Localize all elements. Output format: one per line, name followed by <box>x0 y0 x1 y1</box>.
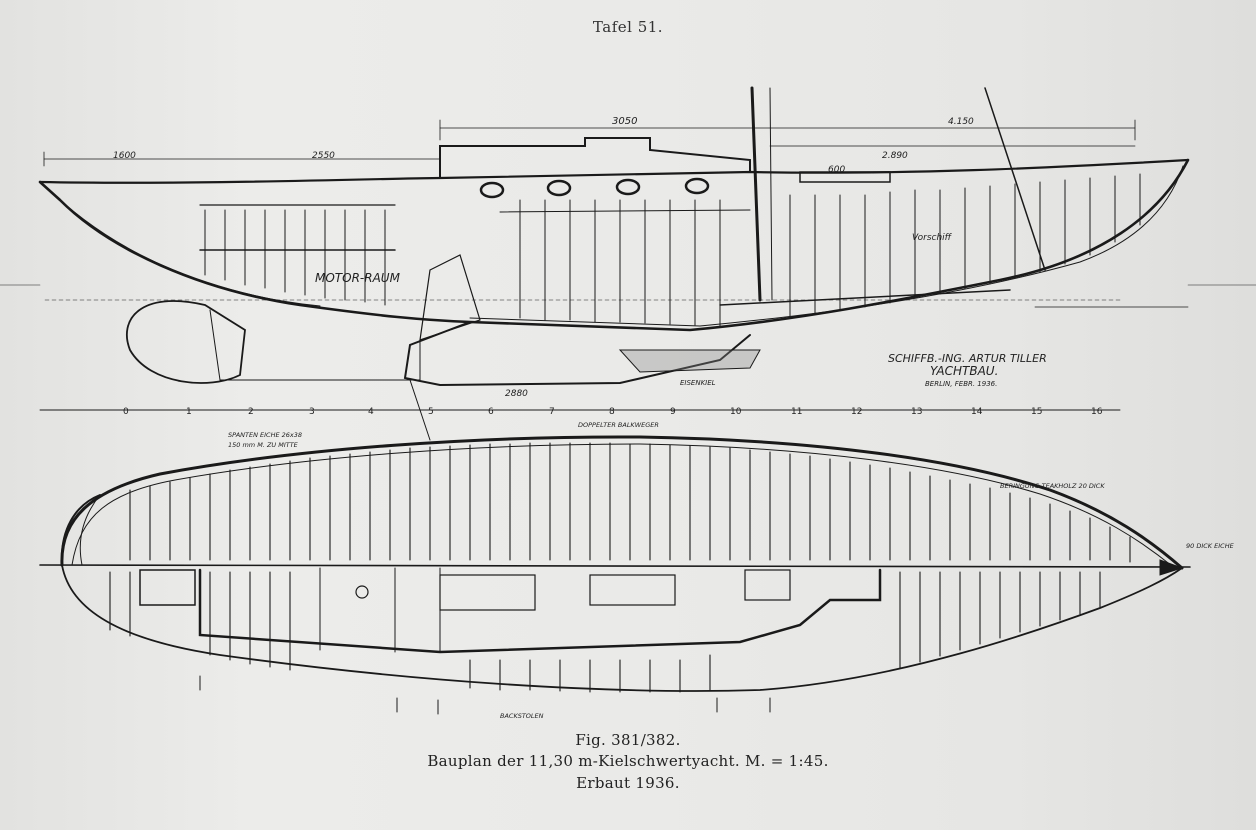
bilge-label: BACKSTOLEN <box>500 712 544 720</box>
dim-4150: 4.150 <box>948 117 974 127</box>
station-number: 0 <box>123 407 129 417</box>
deck-planking-label: DOPPELTER BALKWEGER <box>578 421 659 429</box>
station-numbers: 0 1 2 3 4 5 6 7 8 9 10 11 12 13 14 15 16 <box>123 407 1103 417</box>
plan-view <box>39 435 1191 715</box>
plate-title: Tafel 51. <box>592 18 664 36</box>
frames-label: SPANTEN EICHE 26x38 <box>228 431 302 439</box>
station-number: 13 <box>911 407 922 417</box>
figure-number: Fig. 381/382. <box>575 731 681 749</box>
frame-spacing-label: 150 mm M. ZU MITTE <box>228 441 299 449</box>
station-number: 8 <box>609 407 615 417</box>
figure-year: Erbaut 1936. <box>576 774 680 792</box>
dim-600: 600 <box>828 165 845 175</box>
station-number: 2 <box>248 407 254 417</box>
station-number: 9 <box>670 407 676 417</box>
motor-room-label: MOTOR-RAUM <box>315 271 401 285</box>
station-number: 14 <box>971 407 983 417</box>
station-number: 16 <box>1091 407 1103 417</box>
iron-keel-label: EISENKIEL <box>680 379 716 387</box>
stamp-date: BERLIN, FEBR. 1936. <box>925 380 997 388</box>
dim-2550: 2550 <box>312 151 335 161</box>
station-number: 11 <box>791 407 802 417</box>
figure-caption: Bauplan der 11,30 m-Kielschwertyacht. M.… <box>427 752 829 770</box>
designer-stamp: SCHIFFB.-ING. ARTUR TILLER YACHTBAU. BER… <box>888 352 1047 388</box>
stem-label: 90 DICK EICHE <box>1186 542 1235 550</box>
profile-view <box>0 86 1256 441</box>
station-number: 12 <box>851 407 862 417</box>
station-number: 10 <box>730 407 742 417</box>
station-number: 6 <box>488 407 494 417</box>
station-number: 15 <box>1031 407 1042 417</box>
station-number: 3 <box>309 407 315 417</box>
dim-1600: 1600 <box>113 151 136 161</box>
station-number: 7 <box>549 407 555 417</box>
stamp-yachtbau: YACHTBAU. <box>930 364 998 378</box>
station-number: 5 <box>428 407 434 417</box>
margin-label: BERINGUNG TEAKHOLZ 20 DICK <box>1000 482 1105 490</box>
stamp-designer: SCHIFFB.-ING. ARTUR TILLER <box>888 352 1047 365</box>
forecastle-label: Vorschiff <box>912 233 953 243</box>
dim-2880: 2880 <box>505 389 528 399</box>
dim-overall: 3050 <box>612 116 637 127</box>
dim-2890: 2.890 <box>882 151 908 161</box>
station-number: 4 <box>368 407 374 417</box>
station-number: 1 <box>186 407 192 417</box>
